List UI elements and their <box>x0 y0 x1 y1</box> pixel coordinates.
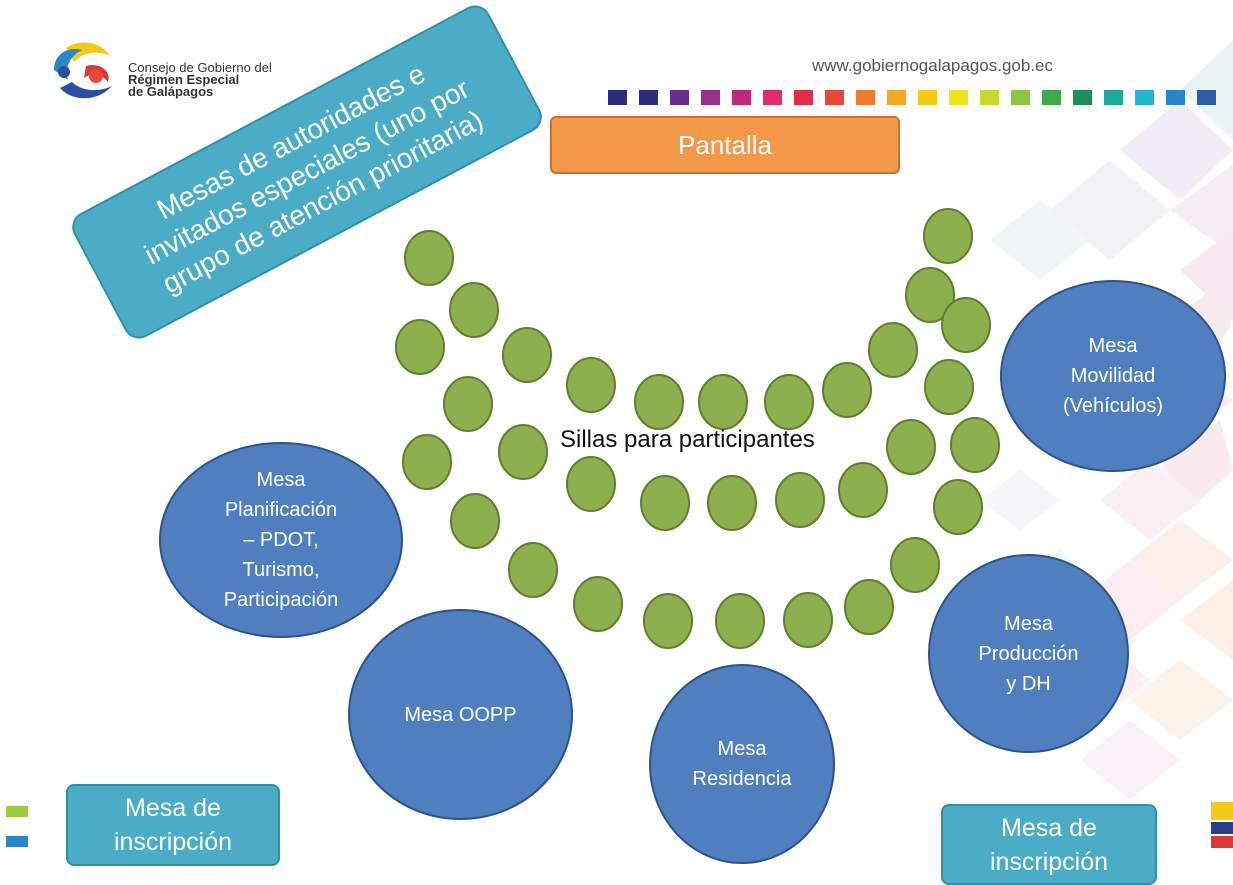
consejo-gobierno-logo-icon <box>54 42 112 99</box>
chair <box>950 417 1000 473</box>
chair <box>449 282 499 338</box>
chair <box>566 456 616 512</box>
chair <box>923 208 973 264</box>
organization-name: Consejo de Gobierno del Régimen Especial… <box>128 60 272 99</box>
chair <box>886 419 936 475</box>
color-strip-square <box>887 90 906 105</box>
color-strip-square <box>732 90 751 105</box>
color-strip-square <box>1073 90 1092 105</box>
chair <box>404 230 454 286</box>
color-strip-square <box>1135 90 1154 105</box>
color-strip-square <box>1104 90 1123 105</box>
org-name-line-2: Régimen Especial <box>128 72 240 87</box>
chair <box>634 374 684 430</box>
color-strip-square <box>670 90 689 105</box>
chair <box>395 319 445 375</box>
chair <box>764 374 814 430</box>
chair <box>508 542 558 598</box>
color-strip-square <box>701 90 720 105</box>
chair <box>643 593 693 649</box>
chair <box>443 376 493 432</box>
chair <box>775 472 825 528</box>
color-strip-square <box>763 90 782 105</box>
chair <box>844 579 894 635</box>
color-strip-square <box>608 90 627 105</box>
pantalla-screen-box: Pantalla <box>550 116 900 174</box>
mesa-inscripcion-left: Mesa de inscripción <box>66 784 280 866</box>
chair <box>450 493 500 549</box>
chair <box>924 359 974 415</box>
color-strip-square <box>1166 90 1185 105</box>
color-strip-square <box>980 90 999 105</box>
color-strip-square <box>639 90 658 105</box>
chairs-label: Sillas para participantes <box>560 426 815 453</box>
color-strip-square <box>1197 90 1216 105</box>
chair <box>573 576 623 632</box>
website-url: www.gobiernogalapagos.gob.ec <box>812 56 1054 75</box>
color-strip-square <box>1042 90 1061 105</box>
color-strip-square <box>918 90 937 105</box>
color-strip-square <box>825 90 844 105</box>
chair <box>933 479 983 535</box>
chair <box>640 475 690 531</box>
chair <box>905 267 955 323</box>
chair <box>941 297 991 353</box>
chair <box>402 434 452 490</box>
mesa-oopp: Mesa OOPP <box>348 609 573 820</box>
mesa-planificacion: Mesa Planificación – PDOT, Turismo, Part… <box>159 442 403 638</box>
chair <box>502 327 552 383</box>
color-strip-square <box>794 90 813 105</box>
mesa-residencia: Mesa Residencia <box>649 664 835 864</box>
chair <box>783 592 833 648</box>
chair <box>838 462 888 518</box>
color-strip <box>608 90 1216 105</box>
chair <box>566 357 616 413</box>
mesa-movilidad: Mesa Movilidad (Vehículos) <box>1000 280 1226 472</box>
chair <box>698 374 748 430</box>
chair <box>715 593 765 649</box>
chair <box>868 322 918 378</box>
chair <box>498 424 548 480</box>
chair <box>707 475 757 531</box>
org-name-line-3: de Galápagos <box>128 84 214 99</box>
mesa-inscripcion-right: Mesa de inscripción <box>941 804 1157 885</box>
mesa-produccion: Mesa Producción y DH <box>928 554 1129 753</box>
org-name-line-1: Consejo de Gobierno del <box>128 60 272 75</box>
chair <box>822 362 872 418</box>
color-strip-square <box>856 90 875 105</box>
participant-chairs <box>395 208 1000 649</box>
chair <box>890 537 940 593</box>
color-strip-square <box>949 90 968 105</box>
color-strip-square <box>1011 90 1030 105</box>
